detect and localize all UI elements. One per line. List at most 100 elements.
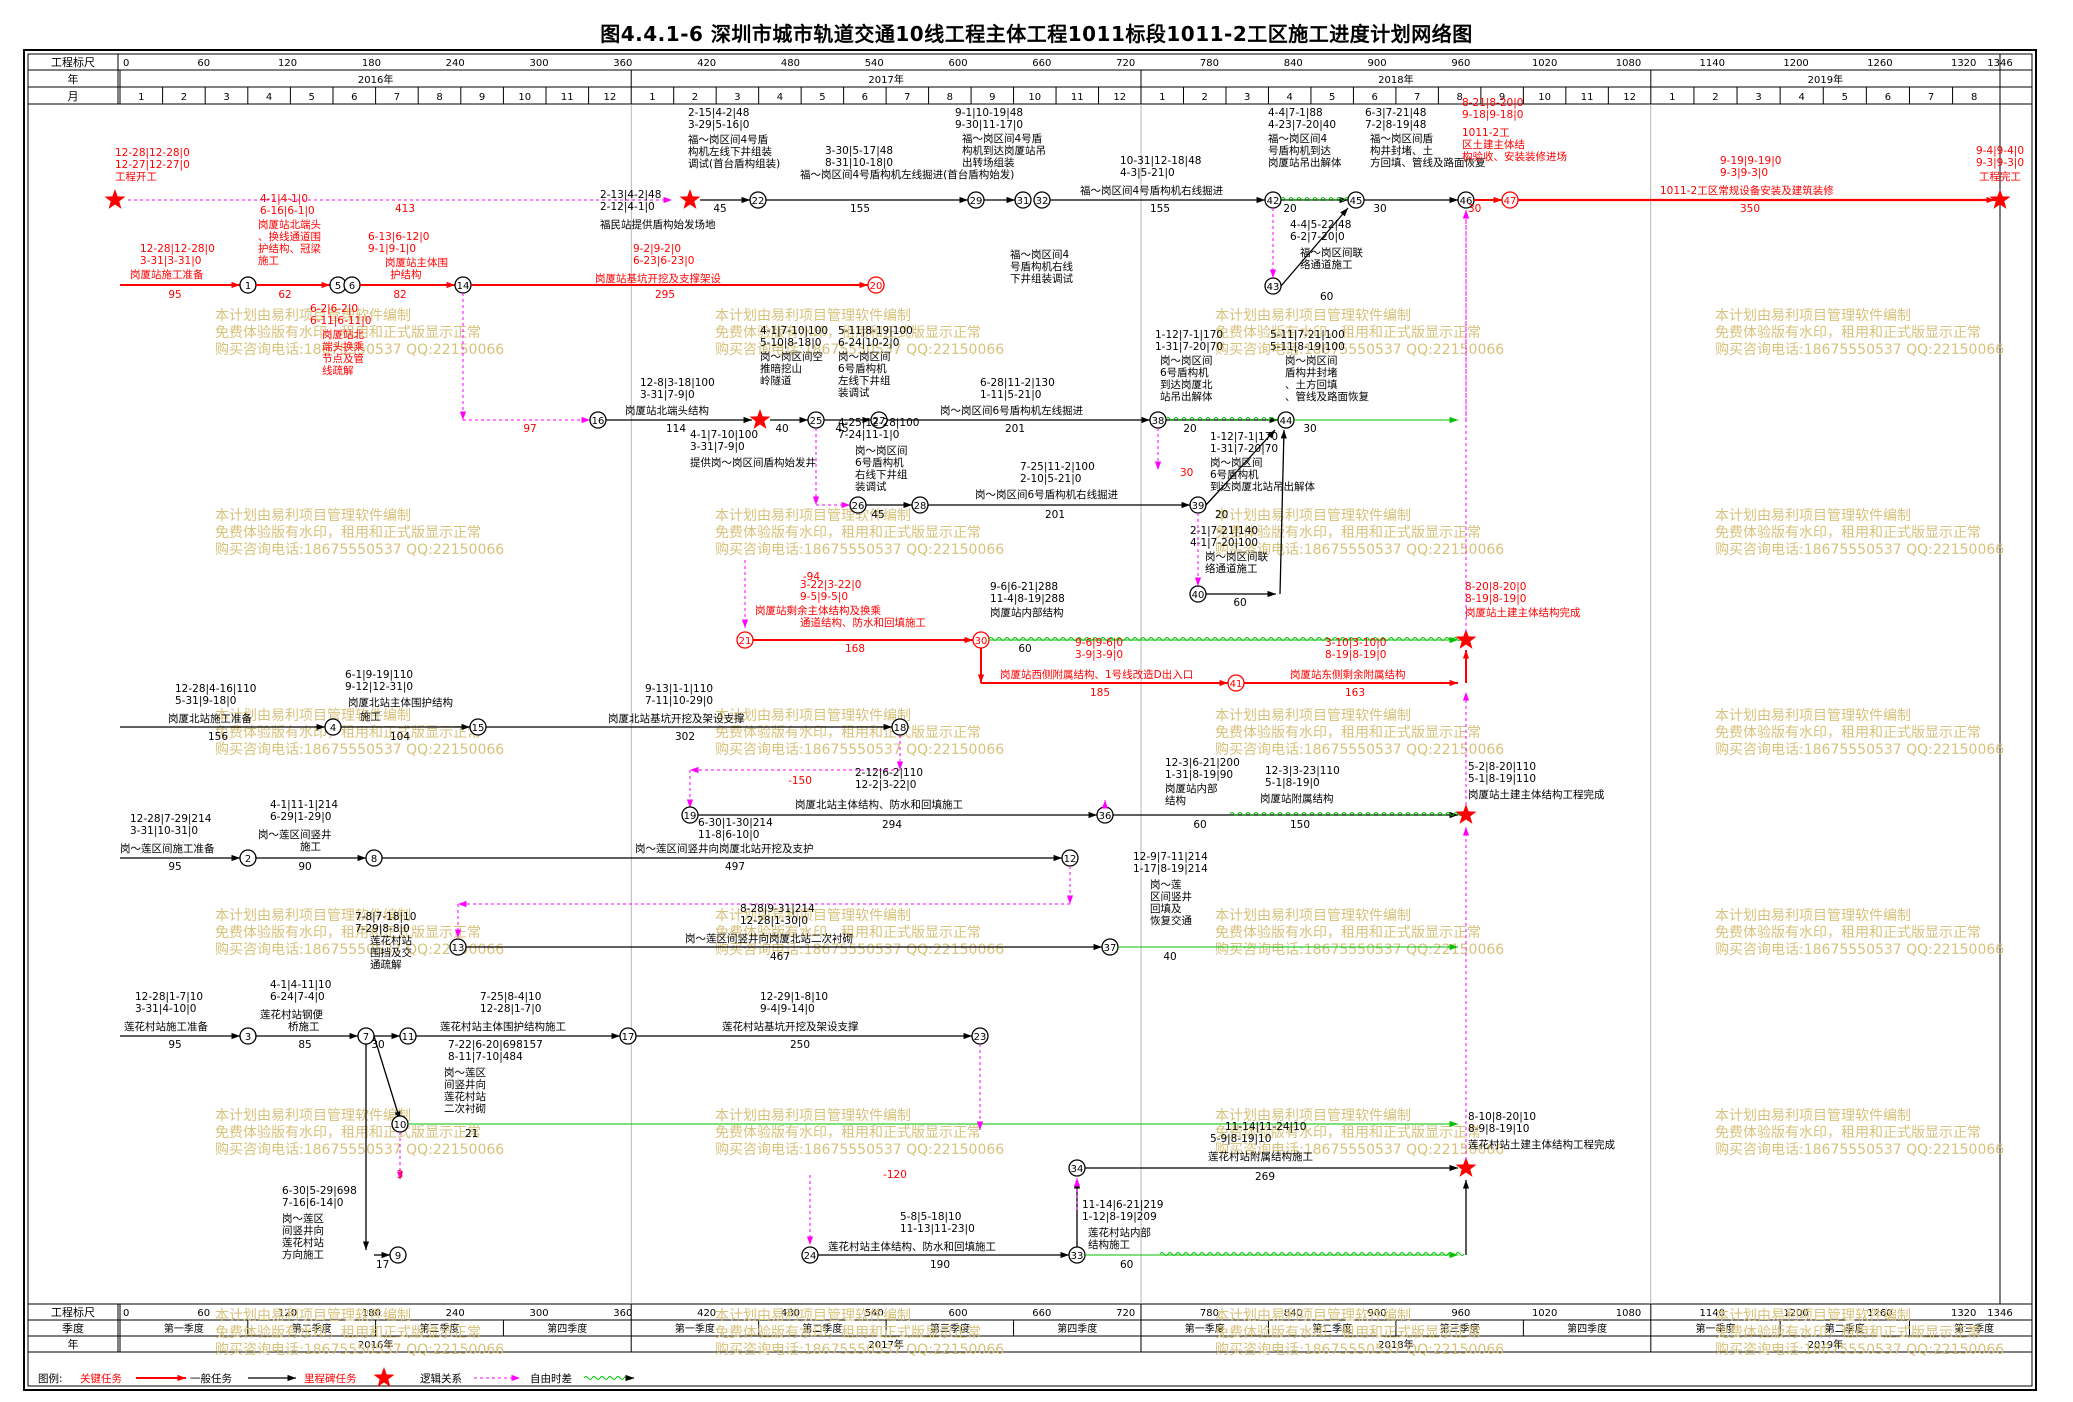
watermark-text: 本计划由易利项目管理软件编制: [715, 1308, 911, 1324]
activity-label: 30: [371, 1039, 384, 1051]
activity-label: 、管线及路面恢复: [1285, 390, 1369, 403]
activity-arrow: [1279, 429, 1285, 595]
arrow-head: [812, 496, 820, 505]
quarter-cell: 第三季度: [1954, 1322, 1994, 1335]
activity-label: 4-1|4-11|10: [270, 979, 331, 991]
activity-label: 9-5|9-5|0: [800, 591, 848, 603]
ruler-tick-bottom: 960: [1451, 1308, 1470, 1319]
activity-label: 114: [666, 423, 686, 435]
node-number: 40: [1192, 590, 1205, 601]
arrow-head: [896, 761, 904, 770]
activity-label: 8-28|9-31|214: [740, 903, 815, 915]
activity-label: 12-28|1-30|0: [740, 915, 808, 927]
activity-label: 岗厦站剩余主体结构及换乘: [755, 604, 881, 617]
watermark-text: 免费体验版有水印，租用和正式版显示正常: [1715, 925, 1981, 941]
activity-label: 莲花村站内部: [1088, 1226, 1151, 1239]
watermark-text: 免费体验版有水印，租用和正式版显示正常: [1715, 325, 1981, 341]
month-cell: 9: [1499, 92, 1505, 103]
activity-label: 左线下井组: [838, 374, 891, 387]
activity-label: 莲花村站钢便: [260, 1008, 323, 1021]
ruler-tick: 1140: [1700, 58, 1725, 69]
activity-label: 3-31|7-9|0: [640, 389, 695, 401]
activity-label: 福～岗区间4号盾: [962, 132, 1043, 145]
arrow-head: [964, 636, 973, 644]
arrow-head: [686, 799, 694, 808]
activity-label: 调试(首台盾构组装): [688, 157, 780, 170]
arrow-head: [1088, 811, 1097, 819]
activity-label: 45: [871, 509, 884, 521]
watermark-text: 本计划由易利项目管理软件编制: [1215, 908, 1411, 924]
activity-label: 85: [298, 1039, 311, 1051]
node-number: 47: [1504, 196, 1517, 207]
milestone-star: [1455, 804, 1477, 824]
activity-label: 岗～岗区间: [838, 350, 891, 363]
watermark-text: 本计划由易利项目管理软件编制: [215, 1108, 411, 1124]
activity-label: 5-10|8-18|0: [760, 337, 821, 349]
activity-label: 岗厦北站基坑开挖及架设支撑: [608, 712, 745, 725]
activity-label: 莲花村站: [370, 934, 412, 947]
node-number: 34: [1071, 1164, 1084, 1175]
watermark-text: 本计划由易利项目管理软件编制: [1215, 1108, 1411, 1124]
node-number: 25: [810, 416, 823, 427]
activity-label: 6-2|7-20|0: [1290, 231, 1345, 243]
ruler-tick: 60: [197, 58, 210, 69]
activity-label: 围挡及交: [370, 946, 412, 959]
activity-label: 2-1|7-21|140: [1190, 525, 1258, 537]
activity-label: 岭隧道: [760, 374, 792, 387]
month-cell: 9: [989, 92, 995, 103]
activity-label: 福～岗区间联: [1300, 246, 1363, 259]
activity-label: 7-16|6-14|0: [282, 1197, 343, 1209]
milestone-star: [104, 189, 126, 209]
arrow-head: [1141, 416, 1150, 424]
activity-label: 3-10|3-10|0: [1325, 637, 1386, 649]
node-number: 12: [1064, 854, 1077, 865]
outer-frame: [23, 49, 2037, 1391]
ruler-tick-bottom: 420: [697, 1308, 716, 1319]
arrow-head: [1449, 1120, 1458, 1128]
activity-label: 97: [523, 423, 536, 435]
node-number: 39: [1192, 501, 1205, 512]
activity-label: 3-31|7-9|0: [690, 441, 745, 453]
activity-label: 2-10|5-21|0: [1020, 473, 1081, 485]
arrow-head: [1449, 679, 1458, 687]
activity-label: 9-2|9-2|0: [633, 243, 681, 255]
activity-label: 1-11|5-21|0: [980, 389, 1041, 401]
activity-label: 12-27|12-27|0: [115, 159, 190, 171]
arrow-head: [806, 1236, 814, 1245]
node-number: 38: [1152, 416, 1165, 427]
activity-label: 方回填、管线及路面恢复: [1370, 156, 1486, 169]
milestone-star: [373, 1367, 395, 1387]
month-cell: 3: [1244, 92, 1250, 103]
arrow-head: [511, 1374, 520, 1382]
arrow-head: [1269, 269, 1277, 278]
activity-label: 150: [1290, 819, 1310, 831]
watermark-text: 本计划由易利项目管理软件编制: [1215, 1308, 1411, 1324]
activity-label: 3-22|3-22|0: [800, 579, 861, 591]
arrow-head: [362, 1241, 370, 1250]
arrow-head: [461, 723, 470, 731]
month-cell: 5: [1842, 92, 1848, 103]
month-cell: 5: [819, 92, 825, 103]
arrow-head: [1493, 196, 1502, 204]
activity-label: 8-20|8-20|0: [1465, 581, 1526, 593]
activity-label: 30: [1303, 423, 1316, 435]
legend-milestone-label: 里程碑任务: [304, 1372, 357, 1385]
activity-label: 4-4|7-1|88: [1268, 107, 1323, 119]
node-number: 5: [335, 281, 341, 292]
activity-label: 12-3|6-21|200: [1165, 757, 1240, 769]
watermark-text: 购买咨询电话:18675550537 QQ:22150066: [715, 942, 1004, 958]
node-number: 27: [873, 416, 886, 427]
arrow-head: [1449, 1164, 1458, 1172]
watermark-text: 免费体验版有水印，租用和正式版显示正常: [1715, 525, 1981, 541]
activity-label: 福～岗区间4号盾: [688, 133, 769, 146]
activity-label: 82: [393, 289, 406, 301]
activity-label: 岗～岗区间6号盾构机左线掘进: [940, 404, 1084, 417]
month-cell: 1: [1669, 92, 1675, 103]
activity-label: 岗厦站北: [322, 328, 364, 341]
arrow-head: [1462, 827, 1470, 836]
activity-label: 12-29|1-8|10: [760, 991, 828, 1003]
watermark-text: 本计划由易利项目管理软件编制: [715, 708, 911, 724]
activity-label: 福～岗区间4: [1268, 132, 1327, 145]
activity-label: 6号盾构机: [1160, 366, 1209, 379]
year-label: 年: [68, 72, 79, 86]
